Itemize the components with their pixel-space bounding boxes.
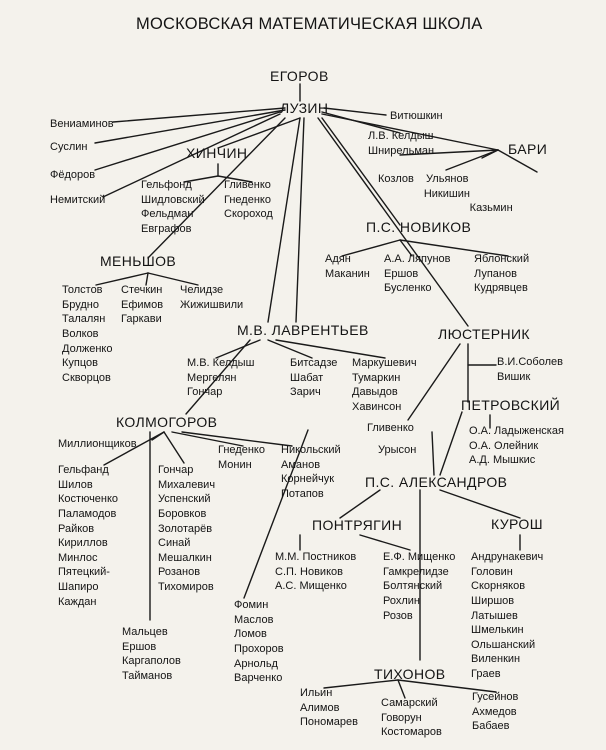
node-novikov: П.С. НОВИКОВ [366, 219, 472, 235]
student-veniaminov: Вениаминов [50, 118, 114, 130]
students-tikhonov-a: Ильин Алимов Пономарев [300, 687, 358, 729]
students-kolmogorov-mid: Никольский Аманов Корнейчук Потапов [281, 444, 341, 500]
lineage-edge [181, 431, 293, 447]
lineage-edge [399, 239, 413, 257]
students-hinchin-right: Гливенко Гнеденко Скороход [224, 179, 273, 221]
students-bari: Козлов Ульянов Никишин Казьмин [378, 173, 513, 215]
lineage-edge [94, 111, 281, 171]
node-hinchin: ХИНЧИН [186, 145, 248, 161]
lineage-edge [217, 117, 301, 149]
lineage-edge [267, 117, 301, 323]
lineage-edge [102, 113, 281, 198]
students-gnedenko-monin: Гнеденко Монин [218, 444, 265, 471]
lineage-edge [243, 429, 309, 599]
lineage-edge [275, 339, 386, 359]
lineage-edge [323, 679, 399, 689]
lineage-edge [321, 113, 499, 151]
students-pontryagin-b: Е.Ф. Мищенко Гамкрелидзе Болтянский Рохл… [383, 551, 456, 622]
students-lavrentiev-a: М.В. Келдыш Мергелян Гончар [187, 357, 255, 399]
lineage-edge [445, 149, 499, 171]
student-glivenko-lusternik: Гливенко [367, 422, 414, 434]
student-millionshchikov: Миллионщиков [58, 438, 137, 450]
students-petrovsky: О.А. Ладыженская О.А. Олейник А.Д. Мышки… [469, 425, 564, 467]
node-petrovsky: ПЕТРОВСКИЙ [461, 397, 561, 413]
student-nemitsky: Немитский [50, 194, 106, 206]
students-pontryagin-a: М.М. Постников С.П. Новиков А.С. Мищенко [275, 551, 357, 593]
students-menshov-b: Стечкин Ефимов Гаркави [121, 284, 164, 326]
students-novikov-b: А.А. Ляпунов Ершов Бусленко [384, 253, 451, 295]
node-lavrentiev: М.В. ЛАВРЕНТЬЕВ [237, 322, 369, 338]
students-tikhonov-b: Самарский Говорун Костомаров [381, 697, 442, 739]
lineage-edge [397, 679, 497, 693]
node-bari: БАРИ [508, 141, 548, 157]
students-kolmogorov-bottom-a: Мальцев Ершов Каргаполов Тайманов [122, 626, 181, 682]
node-tikhonov: ТИХОНОВ [374, 666, 446, 682]
node-egorov: ЕГОРОВ [270, 68, 329, 84]
students-lusternik: В.И.Соболев Вишик [497, 356, 563, 383]
page-title: МОСКОВСКАЯ МАТЕМАТИЧЕСКАЯ ШКОЛА [136, 15, 483, 33]
node-kolmogorov: КОЛМОГОРОВ [116, 414, 218, 430]
students-kolmogorov-center: Гончар Михалевич Успенский Боровков Золо… [158, 464, 216, 593]
node-pontryagin: ПОНТРЯГИН [312, 517, 403, 533]
students-kurosh: Андрунакевич Головин Скорняков Ширшов Ла… [471, 551, 544, 680]
lineage-edge [323, 107, 387, 116]
students-tikhonov-c: Гусейнов Ахмедов Бабаев [472, 691, 519, 733]
lineage-edge [103, 431, 165, 466]
student-uryson: Урысон [378, 444, 417, 456]
lineage-edge [321, 117, 401, 226]
students-menshov-c: Челидзе Жижишвили [180, 284, 244, 311]
node-menshov: МЕНЬШОВ [100, 253, 177, 269]
students-menshov-a: Толстов Брудно Талалян Волков Долженко К… [62, 284, 113, 384]
students-kolmogorov-bottom-b: Фомин Маслов Ломов Прохоров Арнольд Варч… [234, 599, 284, 685]
lineage-edge [267, 339, 313, 359]
lineage-edge [295, 117, 305, 323]
students-hinchin-left: Гельфонд Шидловский Фельдман Евграфов [141, 179, 205, 235]
lineage-edge [147, 272, 199, 286]
lineage-edge [215, 339, 261, 359]
student-vityushkin: Витюшкин [390, 110, 443, 122]
lineage-edge [94, 109, 286, 144]
lineage-edge [439, 411, 463, 476]
lineage-edge [399, 149, 499, 156]
lineage-edge [497, 149, 538, 173]
lineage-edge [407, 343, 461, 421]
node-alexandrov: П.С. АЛЕКСАНДРОВ [365, 474, 508, 490]
students-lavrentiev-c: Маркушевич Тумаркин Давыдов Хавинсон [352, 357, 417, 413]
students-novikov-a: Адян Маканин [325, 253, 370, 280]
students-lavrentiev-b: Битсадзе Шабат Зарич [290, 357, 338, 399]
node-lusternik: ЛЮСТЕРНИК [438, 326, 530, 342]
lineage-edge [399, 239, 509, 257]
lineage-edge [171, 431, 244, 447]
lineage-edge [339, 489, 381, 519]
lineage-edge [431, 431, 435, 476]
lineage-edge [359, 534, 411, 551]
lineage-edge [341, 239, 401, 257]
students-novikov-c: Яблонский Лупанов Кудрявцев [474, 253, 530, 295]
lineage-edge [147, 117, 286, 259]
lineage-edge [183, 175, 219, 183]
lineage-edge [317, 117, 469, 327]
student-suslin: Суслин [50, 141, 88, 153]
node-luzin: ЛУЗИН [280, 100, 329, 116]
node-kurosh: КУРОШ [491, 516, 543, 532]
lineage-edge [439, 489, 521, 519]
lineage-edge [163, 431, 185, 464]
lineage-edge [95, 272, 149, 286]
lineage-edge [397, 679, 406, 699]
lineage-edge [145, 272, 149, 286]
lineage-edge [185, 339, 251, 415]
students-keldysh-shnirelman: Л.В. Келдыш Шнирельман [368, 130, 435, 157]
lineage-edge [217, 175, 253, 183]
students-kolmogorov-left: Гельфанд Шилов Костюченко Паламодов Райк… [58, 464, 119, 608]
lineage-edge [112, 107, 286, 123]
student-fedorov: Фёдоров [50, 169, 96, 181]
